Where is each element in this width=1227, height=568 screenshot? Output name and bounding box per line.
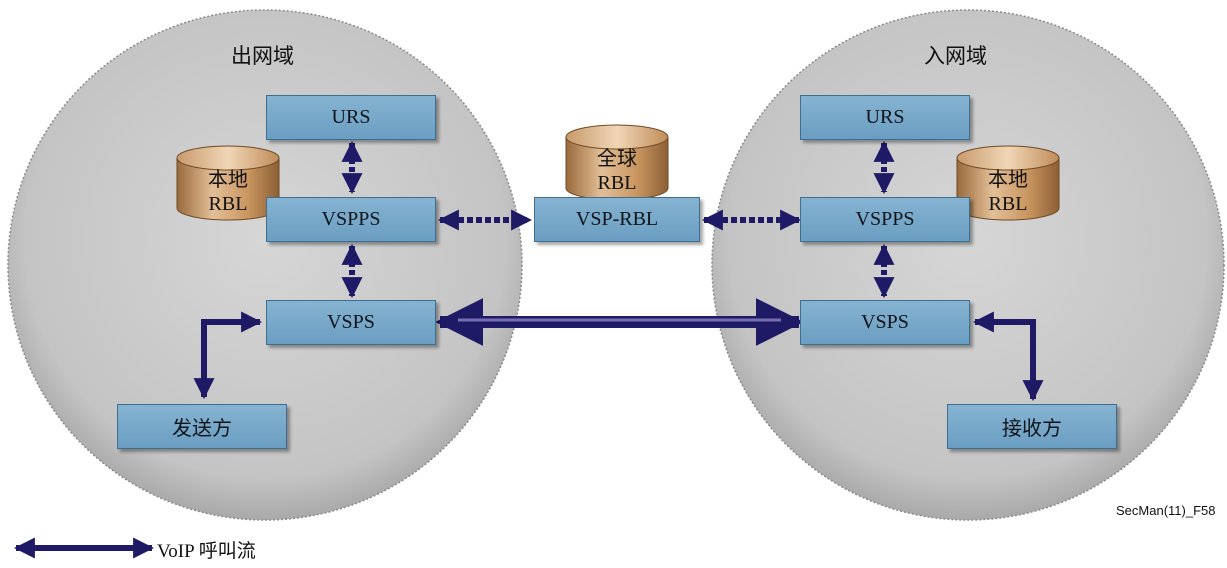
left-vsps-node: VSPS: [266, 300, 436, 345]
left-local-rbl-line2: RBL: [208, 193, 248, 215]
receiver-call-flow: [972, 311, 1044, 402]
outgoing-domain-label: 出网域: [231, 44, 294, 68]
right-vspps-node: VSPPS: [800, 197, 970, 242]
global-rbl-line1: 全球: [597, 148, 637, 170]
left-local-rbl-cylinder: [176, 145, 280, 221]
incoming-domain-label: 入网域: [924, 44, 987, 68]
sender-node: 发送方: [117, 404, 287, 449]
right-local-rbl-line1: 本地: [988, 169, 1028, 191]
right-local-rbl-cylinder: [956, 145, 1060, 221]
global-rbl-label: 全球 RBL: [577, 147, 657, 195]
left-vspps-node: VSPPS: [266, 197, 436, 242]
right-local-rbl-line2: RBL: [988, 193, 1028, 215]
right-urs-node: URS: [800, 95, 970, 140]
receiver-node: 接收方: [947, 404, 1117, 449]
global-rbl-cylinder: [565, 124, 669, 201]
right-local-rbl-label: 本地 RBL: [968, 168, 1048, 216]
left-urs-node: URS: [266, 95, 436, 140]
left-local-rbl-label: 本地 RBL: [188, 168, 268, 216]
sender-call-flow: [193, 311, 263, 400]
vsp-rbl-node: VSP-RBL: [534, 197, 700, 242]
left-local-rbl-line1: 本地: [208, 169, 248, 191]
right-vsps-node: VSPS: [800, 300, 970, 345]
legend-label: VoIP 呼叫流: [157, 541, 256, 562]
global-rbl-line2: RBL: [597, 172, 637, 194]
figure-id: SecMan(11)_F58: [1116, 503, 1216, 518]
